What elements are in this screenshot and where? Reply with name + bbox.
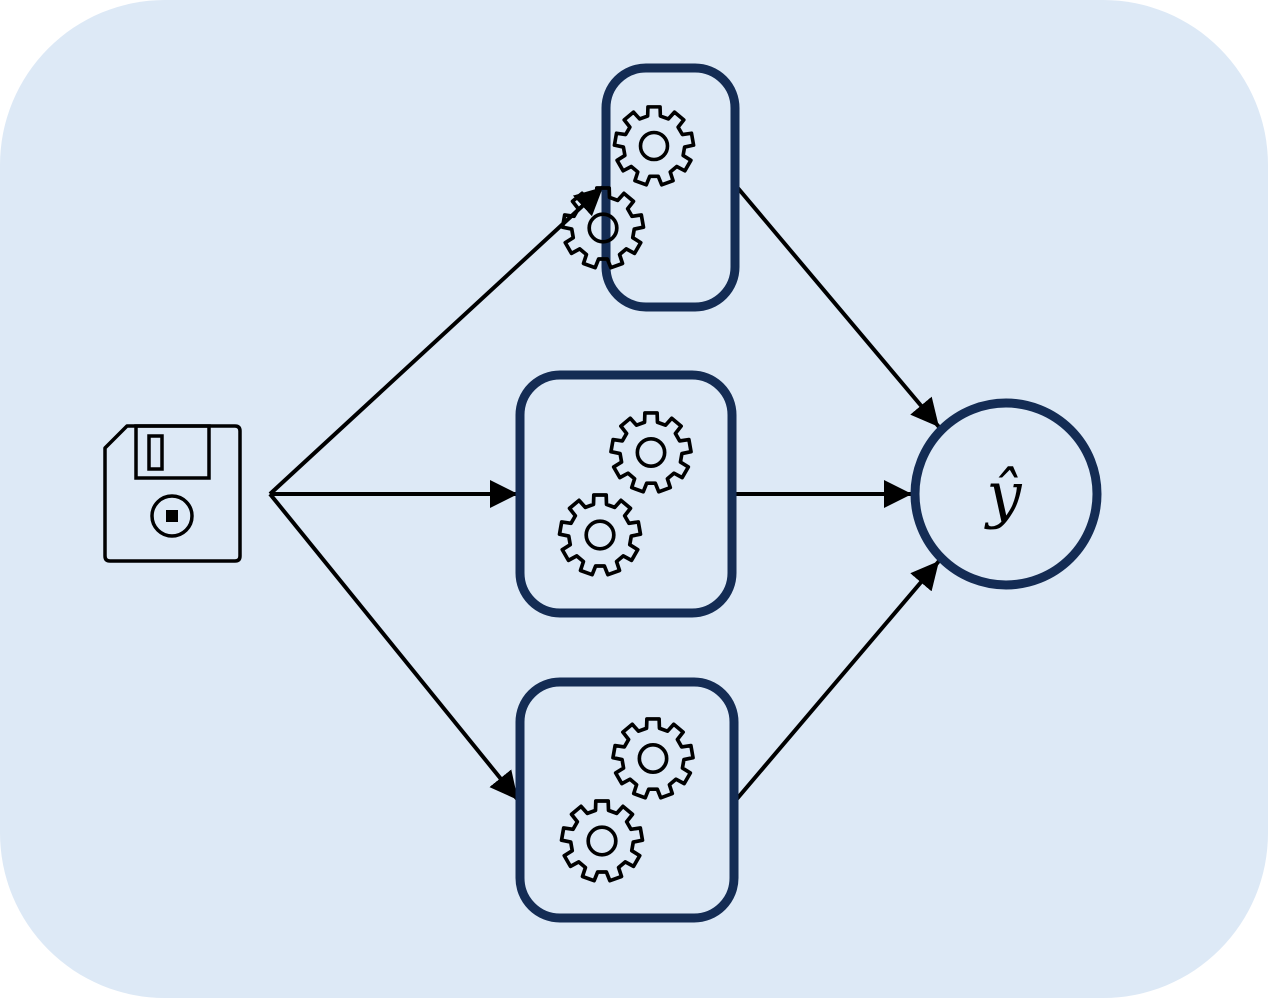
model-node-2 [515, 370, 737, 618]
model-node-3 [515, 677, 739, 923]
model-box-1 [601, 63, 740, 312]
model-box-3 [515, 677, 739, 923]
floppy-disk-icon [103, 424, 242, 563]
gears-icon [557, 411, 693, 577]
gears-icon [560, 104, 696, 270]
edge-input-to-model-3 [268, 492, 520, 802]
edge-input-to-model-1 [268, 185, 605, 496]
output-node: ŷ [910, 398, 1102, 590]
model-box-2 [515, 370, 737, 618]
input-edges [268, 185, 605, 802]
output-label: ŷ [983, 458, 1022, 531]
edge-model-1-to-output [735, 185, 941, 429]
gears-icon [559, 717, 695, 883]
output-edges [734, 185, 941, 802]
edge-model-3-to-output [734, 559, 941, 802]
output-circle [910, 398, 1102, 590]
model-node-1 [560, 63, 740, 312]
